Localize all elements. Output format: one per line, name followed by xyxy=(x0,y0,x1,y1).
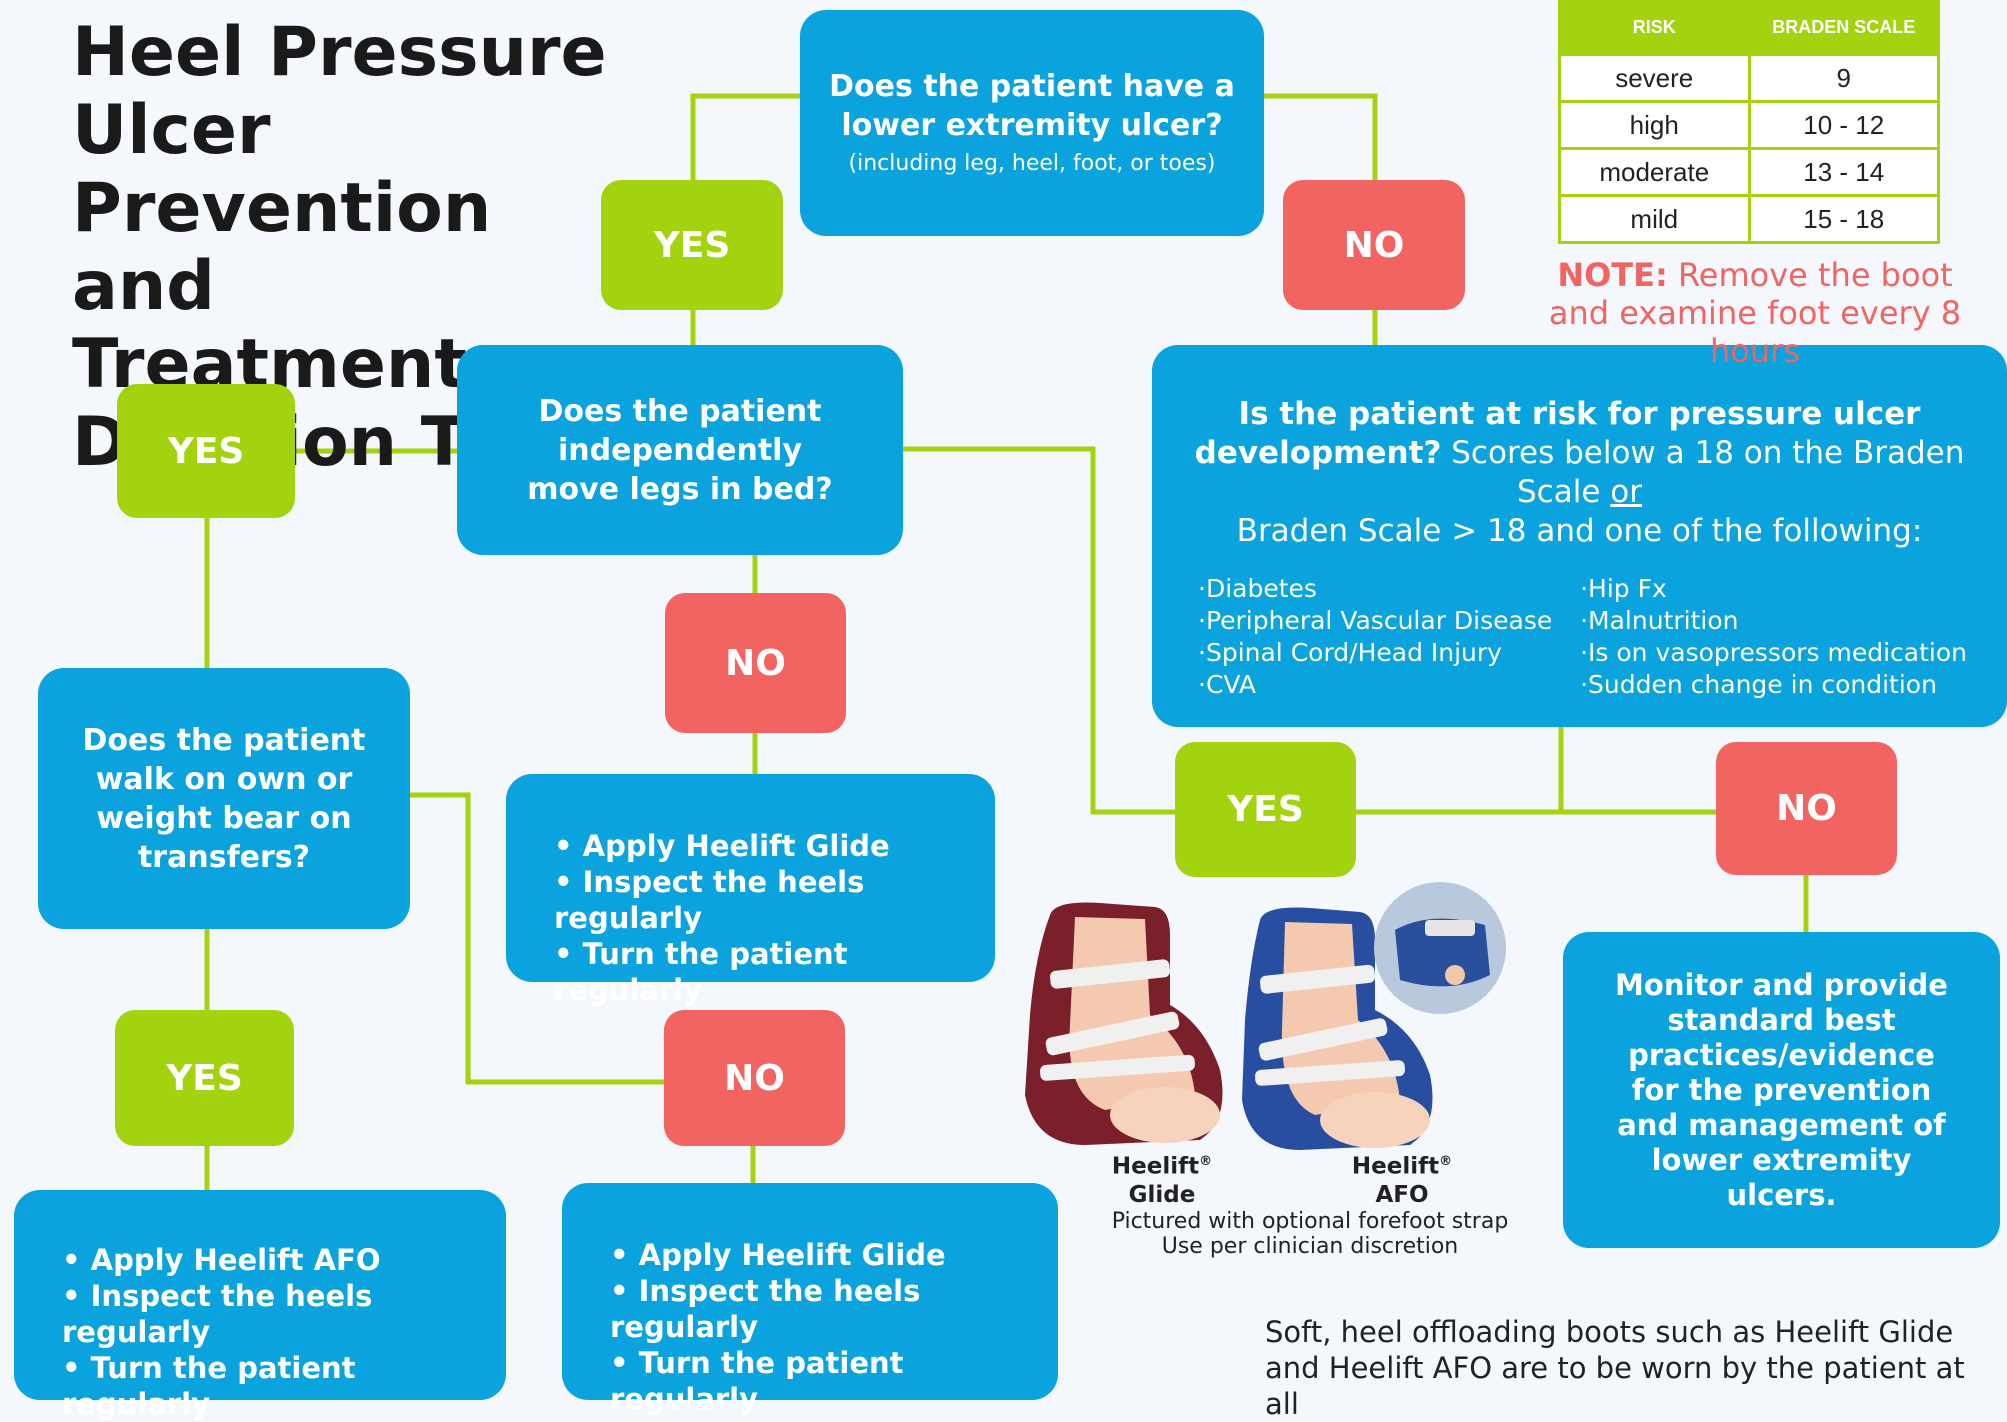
product-label-afo: Heelift® AFO xyxy=(1322,1148,1482,1209)
ulcer-no-label: NO xyxy=(1283,180,1465,310)
action-item: Apply Heelift Glide xyxy=(554,828,995,864)
connector-lines xyxy=(204,93,1809,1190)
question-walk-text: Does the patient walk on own or weight b… xyxy=(82,722,366,875)
risk-cell: mild xyxy=(1558,194,1751,244)
question-risk-bold: Is the patient at risk for pressure ulce… xyxy=(1194,396,1921,471)
move-no-label: NO xyxy=(665,593,846,733)
product-caption: Pictured with optional forefoot strap Us… xyxy=(1060,1209,1560,1259)
risk-factor: Is on vasopressors medication xyxy=(1580,637,1967,669)
question-ulcer-subtext: (including leg, heel, foot, or toes) xyxy=(848,151,1216,176)
risk-yes-label: YES xyxy=(1175,742,1356,877)
action-glide-box-1: Apply Heelift Glide Inspect the heels re… xyxy=(506,774,995,1007)
question-risk-text: Is the patient at risk for pressure ulce… xyxy=(1152,395,2007,551)
question-walk-box: Does the patient walk on own or weight b… xyxy=(38,668,410,929)
note-text: NOTE: Remove the boot and examine foot e… xyxy=(1535,256,1975,370)
action-item: Turn the patient regularly xyxy=(554,936,995,1008)
line-ulcer-no xyxy=(1264,93,1378,180)
question-risk-or: or xyxy=(1610,474,1642,510)
line-move-to-riskyes xyxy=(903,446,1175,815)
risk-factor: Hip Fx xyxy=(1580,573,1967,605)
risk-factor-lists: Diabetes Peripheral Vascular Disease Spi… xyxy=(1152,573,2007,701)
risk-factors-left: Diabetes Peripheral Vascular Disease Spi… xyxy=(1198,573,1552,701)
score-cell: 9 xyxy=(1747,53,1940,103)
caption-line-1: Pictured with optional forefoot strap xyxy=(1111,1209,1509,1234)
decision-tree: Heel Pressure Ulcer Prevention and Treat… xyxy=(0,0,2007,1385)
monitor-text: Monitor and provide standard best practi… xyxy=(1615,967,1948,1212)
risk-no-label: NO xyxy=(1716,742,1897,875)
product-glide-model: Glide xyxy=(1128,1181,1196,1208)
column-header-braden: BRADEN SCALE xyxy=(1747,0,1940,56)
risk-factor: Peripheral Vascular Disease xyxy=(1198,605,1552,637)
action-item: Apply Heelift AFO xyxy=(62,1242,506,1278)
heelift-glide-boot-image xyxy=(1025,902,1223,1145)
move-yes-label: YES xyxy=(117,384,295,518)
product-afo-brand: Heelift xyxy=(1351,1153,1440,1180)
question-move-text: Does the patient independently move legs… xyxy=(527,393,833,507)
action-item: Inspect the heels regularly xyxy=(62,1278,506,1350)
title-line-1: Heel Pressure xyxy=(72,13,607,92)
action-item: Turn the patient regularly xyxy=(610,1345,1058,1417)
action-afo-list: Apply Heelift AFO Inspect the heels regu… xyxy=(62,1242,506,1422)
risk-factor: Malnutrition xyxy=(1580,605,1967,637)
monitor-box: Monitor and provide standard best practi… xyxy=(1563,932,2000,1248)
question-move-box: Does the patient independently move legs… xyxy=(457,345,903,555)
column-header-risk: RISK xyxy=(1558,0,1751,56)
risk-factor: CVA xyxy=(1198,669,1552,701)
question-risk-criteria-2: Braden Scale > 18 and one of the followi… xyxy=(1236,513,1923,549)
product-afo-model: AFO xyxy=(1375,1181,1429,1208)
caption-line-2: Use per clinician discretion xyxy=(1161,1234,1459,1259)
walk-no-label: NO xyxy=(664,1010,845,1146)
line-walk-no xyxy=(410,792,664,1085)
question-ulcer-box: Does the patient have a lower extremity … xyxy=(800,10,1264,236)
score-cell: 15 - 18 xyxy=(1747,194,1940,244)
risk-factors-right: Hip Fx Malnutrition Is on vasopressors m… xyxy=(1580,573,1967,701)
registered-mark: ® xyxy=(1439,1154,1453,1169)
risk-factor: Spinal Cord/Head Injury xyxy=(1198,637,1552,669)
risk-cell: severe xyxy=(1558,53,1751,103)
action-item: Turn the patient regularly xyxy=(62,1350,506,1422)
table-header-row: RISK BRADEN SCALE xyxy=(1558,0,1940,56)
product-glide-brand: Heelift xyxy=(1111,1153,1200,1180)
question-ulcer-text: Does the patient have a lower extremity … xyxy=(829,69,1235,143)
afo-detail-inset-image xyxy=(1374,882,1506,1014)
action-glide-list-2: Apply Heelift Glide Inspect the heels re… xyxy=(610,1237,1058,1417)
score-cell: 13 - 14 xyxy=(1747,147,1940,197)
note-body: Remove the boot and examine foot every 8… xyxy=(1548,256,1962,370)
action-afo-box: Apply Heelift AFO Inspect the heels regu… xyxy=(14,1190,506,1421)
ulcer-yes-label: YES xyxy=(601,180,783,310)
product-label-glide: Heelift® Glide xyxy=(1082,1148,1242,1209)
title-line-2: Ulcer Prevention xyxy=(72,91,492,248)
risk-cell: moderate xyxy=(1558,147,1751,197)
risk-factor: Sudden change in condition xyxy=(1580,669,1967,701)
action-glide-box-2: Apply Heelift Glide Inspect the heels re… xyxy=(562,1183,1058,1416)
risk-factor: Diabetes xyxy=(1198,573,1552,605)
question-risk-box: Is the patient at risk for pressure ulce… xyxy=(1152,345,2007,727)
action-item: Inspect the heels regularly xyxy=(610,1273,1058,1345)
line-ulcer-yes xyxy=(690,93,800,180)
note-label: NOTE: xyxy=(1557,256,1668,294)
question-risk-criteria: Scores below a 18 on the Braden Scale xyxy=(1451,435,1965,510)
action-item: Apply Heelift Glide xyxy=(610,1237,1058,1273)
risk-cell: high xyxy=(1558,100,1751,150)
heelift-afo-boot-image xyxy=(1242,907,1433,1150)
action-item: Inspect the heels regularly xyxy=(554,864,995,936)
walk-yes-label: YES xyxy=(115,1010,294,1146)
footer-text: Soft, heel offloading boots such as Heel… xyxy=(1265,1315,1965,1421)
registered-mark: ® xyxy=(1199,1154,1213,1169)
score-cell: 10 - 12 xyxy=(1747,100,1940,150)
action-glide-list-1: Apply Heelift Glide Inspect the heels re… xyxy=(554,828,995,1008)
